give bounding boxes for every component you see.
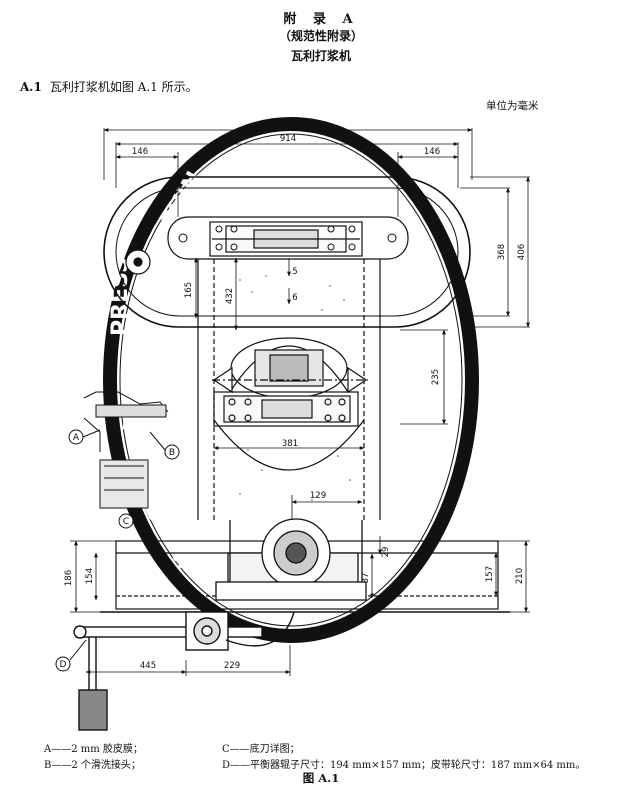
balancer-assembly [73, 611, 295, 731]
upper-bolts [178, 225, 397, 251]
dim-445: 445 [140, 661, 156, 671]
legend-b: B——2 个滑洗接头； [44, 760, 141, 771]
dim-157: 157 [485, 566, 495, 582]
vat-ellipse [103, 117, 479, 643]
appendix-type: （规范性附录） [278, 29, 363, 43]
dim-6: 6 [292, 293, 297, 303]
callout-b: B [169, 448, 175, 458]
dim-186: 186 [64, 570, 74, 586]
dim-406: 406 [517, 244, 527, 260]
dim-914: 914 [280, 134, 296, 144]
callout-a: A [73, 433, 80, 443]
dim-146-right: 146 [424, 147, 440, 157]
detail-sketches [83, 391, 169, 509]
callout-d: D [60, 660, 67, 670]
dim-5: 5 [292, 267, 297, 277]
appendix-title: 附 录 A [283, 12, 359, 27]
dim-432: 432 [225, 288, 235, 304]
unit-note: 单位为毫米 [486, 100, 539, 112]
dim-29: 29 [381, 547, 391, 558]
appendix-subject: 瓦利打浆机 [290, 49, 351, 63]
watermark: PRESS DS AR AND ST OF CHIN [108, 168, 208, 576]
beater-roll [212, 337, 368, 399]
dim-146-left: 146 [132, 147, 148, 157]
legend-c: C——底刀详图； [222, 744, 300, 755]
gearbox [215, 518, 367, 601]
dim-381: 381 [282, 439, 298, 449]
intro-paragraph: A.1 瓦利打浆机如图 A.1 所示。 [20, 78, 198, 95]
stipple [239, 275, 351, 501]
dim-953: 953 [280, 120, 296, 130]
legend-a: A——2 mm 胶皮膜； [44, 744, 143, 755]
belt-guard [103, 176, 471, 328]
dimension-lines [70, 128, 530, 676]
clause-number: A.1 [20, 80, 42, 94]
dim-154: 154 [85, 568, 95, 584]
dim-235: 235 [431, 369, 441, 385]
upper-roll-frame [167, 216, 409, 260]
legend-d: D——平衡器辊子尺寸：194 mm×157 mm；皮带轮尺寸：187 mm×64… [222, 760, 586, 771]
figure-caption: 图 A.1 [302, 771, 340, 785]
dim-165: 165 [184, 282, 194, 298]
dim-129: 129 [310, 491, 326, 501]
dim-37: 37 [361, 573, 371, 584]
dim-210: 210 [515, 568, 525, 584]
ring-hub [125, 249, 151, 275]
callouts [55, 429, 180, 672]
dim-368: 368 [497, 244, 507, 260]
intro-text: 瓦利打浆机如图 A.1 所示。 [49, 80, 198, 94]
center-frame [197, 259, 381, 520]
callout-c: C [123, 517, 129, 527]
lower-roll-frame [213, 391, 359, 427]
dim-229: 229 [224, 661, 240, 671]
